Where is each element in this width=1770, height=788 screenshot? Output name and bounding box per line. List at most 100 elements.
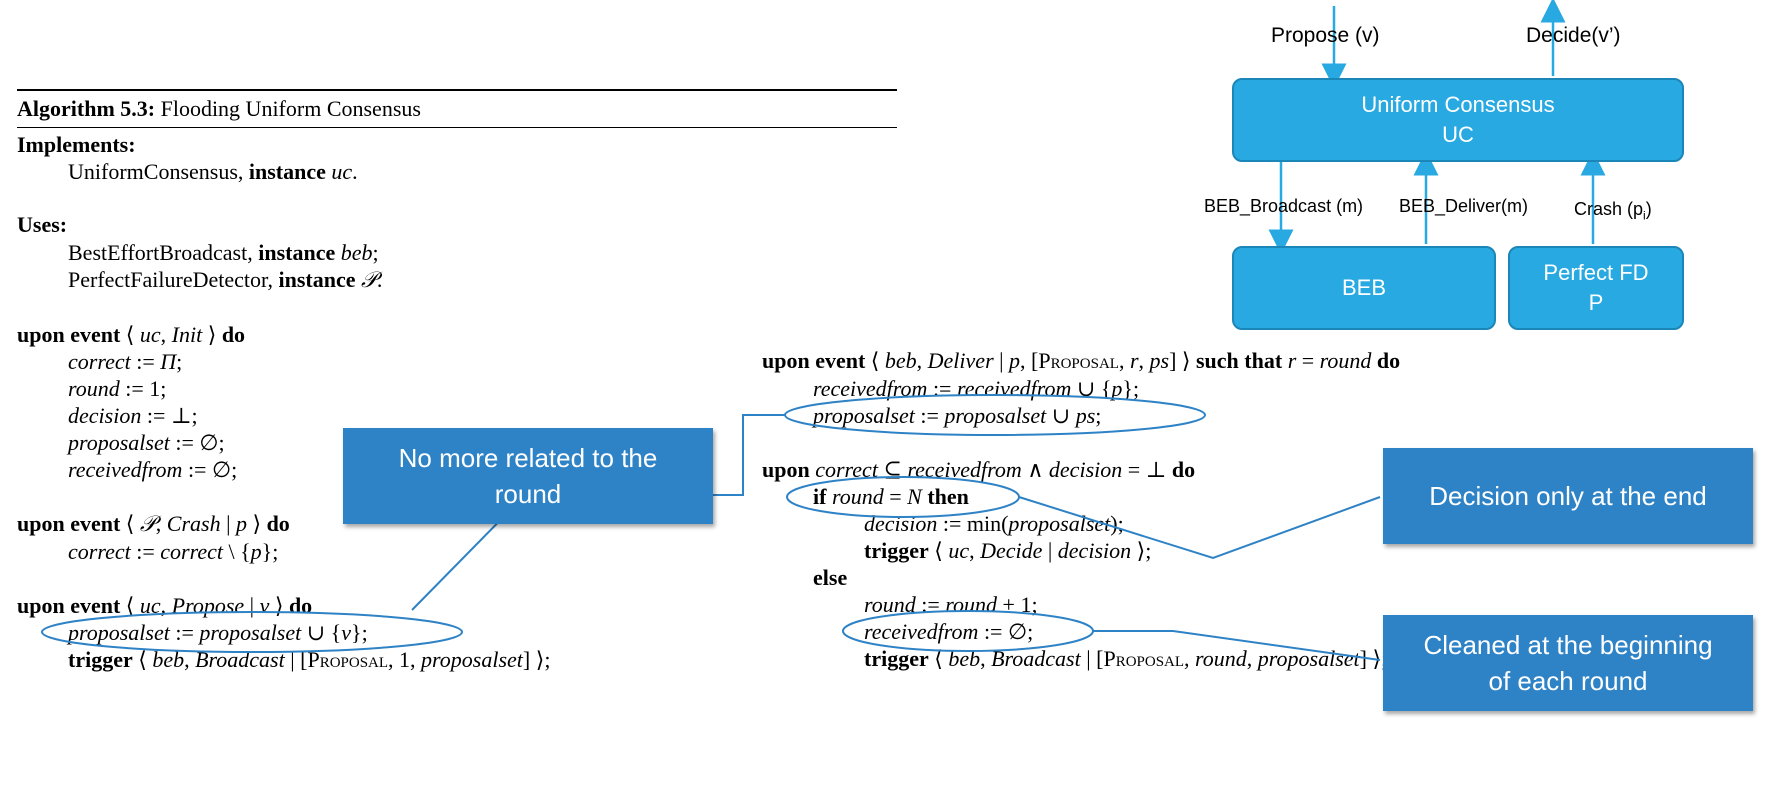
param: r	[1129, 348, 1139, 373]
keyword: instance	[258, 240, 336, 265]
punct: };	[351, 620, 368, 645]
keyword: such that	[1196, 348, 1283, 373]
instance-name: 𝒫	[355, 267, 377, 292]
instance-name: beb	[335, 240, 373, 265]
instance-name: uc	[948, 538, 970, 563]
variable: receivedfrom	[864, 619, 979, 644]
variable: proposalset	[421, 647, 523, 672]
bracket: ⟨	[132, 647, 153, 672]
bracket: ⟩	[246, 511, 267, 536]
punct: , [	[1020, 348, 1039, 373]
keyword: upon	[762, 457, 810, 482]
propose-label: Propose (v)	[1271, 24, 1380, 47]
bracket: ⟩	[269, 593, 289, 618]
punct: ,	[155, 511, 167, 536]
punct: ,	[1184, 646, 1196, 671]
keyword: if	[813, 484, 827, 509]
operator: =	[883, 484, 908, 509]
implements-header: Implements:	[17, 132, 136, 157]
deliver-proposalset-line: proposalset := proposalset ∪ ps;	[813, 401, 1101, 431]
punct: ,	[1246, 646, 1258, 671]
param: v	[259, 593, 270, 618]
uses-line-pfd: PerfectFailureDetector, instance 𝒫.	[68, 265, 382, 295]
bracket: ⟨	[120, 593, 140, 618]
module-abbrev: UC	[1442, 122, 1474, 147]
bracket: ] ⟩;	[522, 647, 551, 672]
beb-deliver-label: BEB_Deliver(m)	[1399, 196, 1529, 216]
init-correct-line: correct := Π;	[68, 347, 182, 377]
else-line: else	[813, 565, 848, 590]
keyword: do	[221, 322, 246, 347]
keyword: upon event	[17, 593, 121, 618]
bracket: ⟨	[120, 322, 140, 347]
module-name: PerfectFailureDetector,	[68, 267, 279, 292]
event-name: Decide	[980, 538, 1043, 563]
param: ps	[1149, 348, 1170, 373]
param: N	[907, 484, 922, 509]
propose-proposalset-line: proposalset := proposalset ∪ {v};	[68, 618, 368, 648]
crash-label: Crash (pi)	[1574, 199, 1652, 223]
variable: proposalset	[68, 620, 170, 645]
assignment: := ∅;	[978, 619, 1034, 644]
variable: decision	[68, 403, 142, 428]
punct: .	[376, 267, 383, 292]
variable: proposalset	[68, 430, 170, 455]
variable: correct	[68, 349, 131, 374]
instance-name: uc	[139, 593, 161, 618]
assignment: := 1;	[119, 376, 167, 401]
operator: :=	[914, 403, 945, 428]
bracket: ⟩;	[1131, 538, 1152, 563]
bracket: ⟩	[202, 322, 222, 347]
event-name: Crash	[166, 511, 221, 536]
variable: decision	[1048, 457, 1123, 482]
instance-name: uc	[325, 159, 353, 184]
callout-line: No more related to the	[398, 443, 658, 473]
variable: receivedfrom	[956, 376, 1072, 401]
callout-line: of each round	[1488, 666, 1648, 696]
algorithm-title-rule	[17, 127, 897, 128]
variable: proposalset	[1008, 511, 1111, 536]
crash-paren: )	[1645, 199, 1652, 219]
punct: ,	[1118, 348, 1130, 373]
module-name: BestEffortBroadcast,	[68, 240, 259, 265]
assignment: := ⊥;	[141, 403, 198, 428]
punct: };	[261, 539, 279, 564]
deliver-event-header: upon event ⟨ beb, Deliver | p, [Proposal…	[762, 346, 1400, 376]
param: r	[1287, 348, 1297, 373]
init-round-line: round := 1;	[68, 374, 166, 404]
punct: ;	[1095, 403, 1102, 428]
punct: };	[1122, 376, 1140, 401]
variable: round	[831, 484, 884, 509]
uniform-consensus-module: Uniform Consensus UC	[1232, 78, 1684, 162]
operator: :=	[169, 620, 200, 645]
module-title: Uniform Consensus	[1361, 92, 1555, 117]
variable: receivedfrom	[68, 457, 183, 482]
variable: proposalset	[944, 403, 1047, 428]
operator: ∪	[1046, 403, 1076, 428]
keyword: trigger	[68, 647, 133, 672]
crash-subscript: i	[1643, 208, 1646, 223]
algorithm-top-rule	[17, 89, 897, 91]
event-name: Init	[171, 322, 203, 347]
param: p	[1111, 376, 1123, 401]
uses-header: Uses:	[17, 212, 68, 237]
decision-only-connector	[1018, 496, 1381, 560]
init-event-header: upon event ⟨ uc, Init ⟩ do	[17, 320, 245, 350]
param: ps	[1075, 403, 1096, 428]
callout-no-more-related: No more related to the round	[343, 428, 713, 524]
beb-broadcast-label: BEB_Broadcast (m)	[1204, 196, 1364, 216]
punct: ,	[969, 538, 981, 563]
uses-line-beb: BestEffortBroadcast, instance beb;	[68, 238, 379, 268]
instance-name: beb	[884, 348, 917, 373]
trigger-broadcast-line: trigger ⟨ beb, Broadcast | [Proposal, ro…	[864, 644, 1387, 674]
keyword: then	[927, 484, 969, 509]
param: v	[341, 620, 352, 645]
instance-name: 𝒫	[139, 511, 156, 536]
variable: decision	[1057, 538, 1132, 563]
algorithm-name: Flooding Uniform Consensus	[160, 96, 421, 121]
punct: ,	[916, 348, 928, 373]
bar: |	[993, 348, 1010, 373]
keyword: upon event	[762, 348, 866, 373]
callout-line: Decision only at the end	[1429, 481, 1707, 511]
keyword: trigger	[864, 538, 929, 563]
